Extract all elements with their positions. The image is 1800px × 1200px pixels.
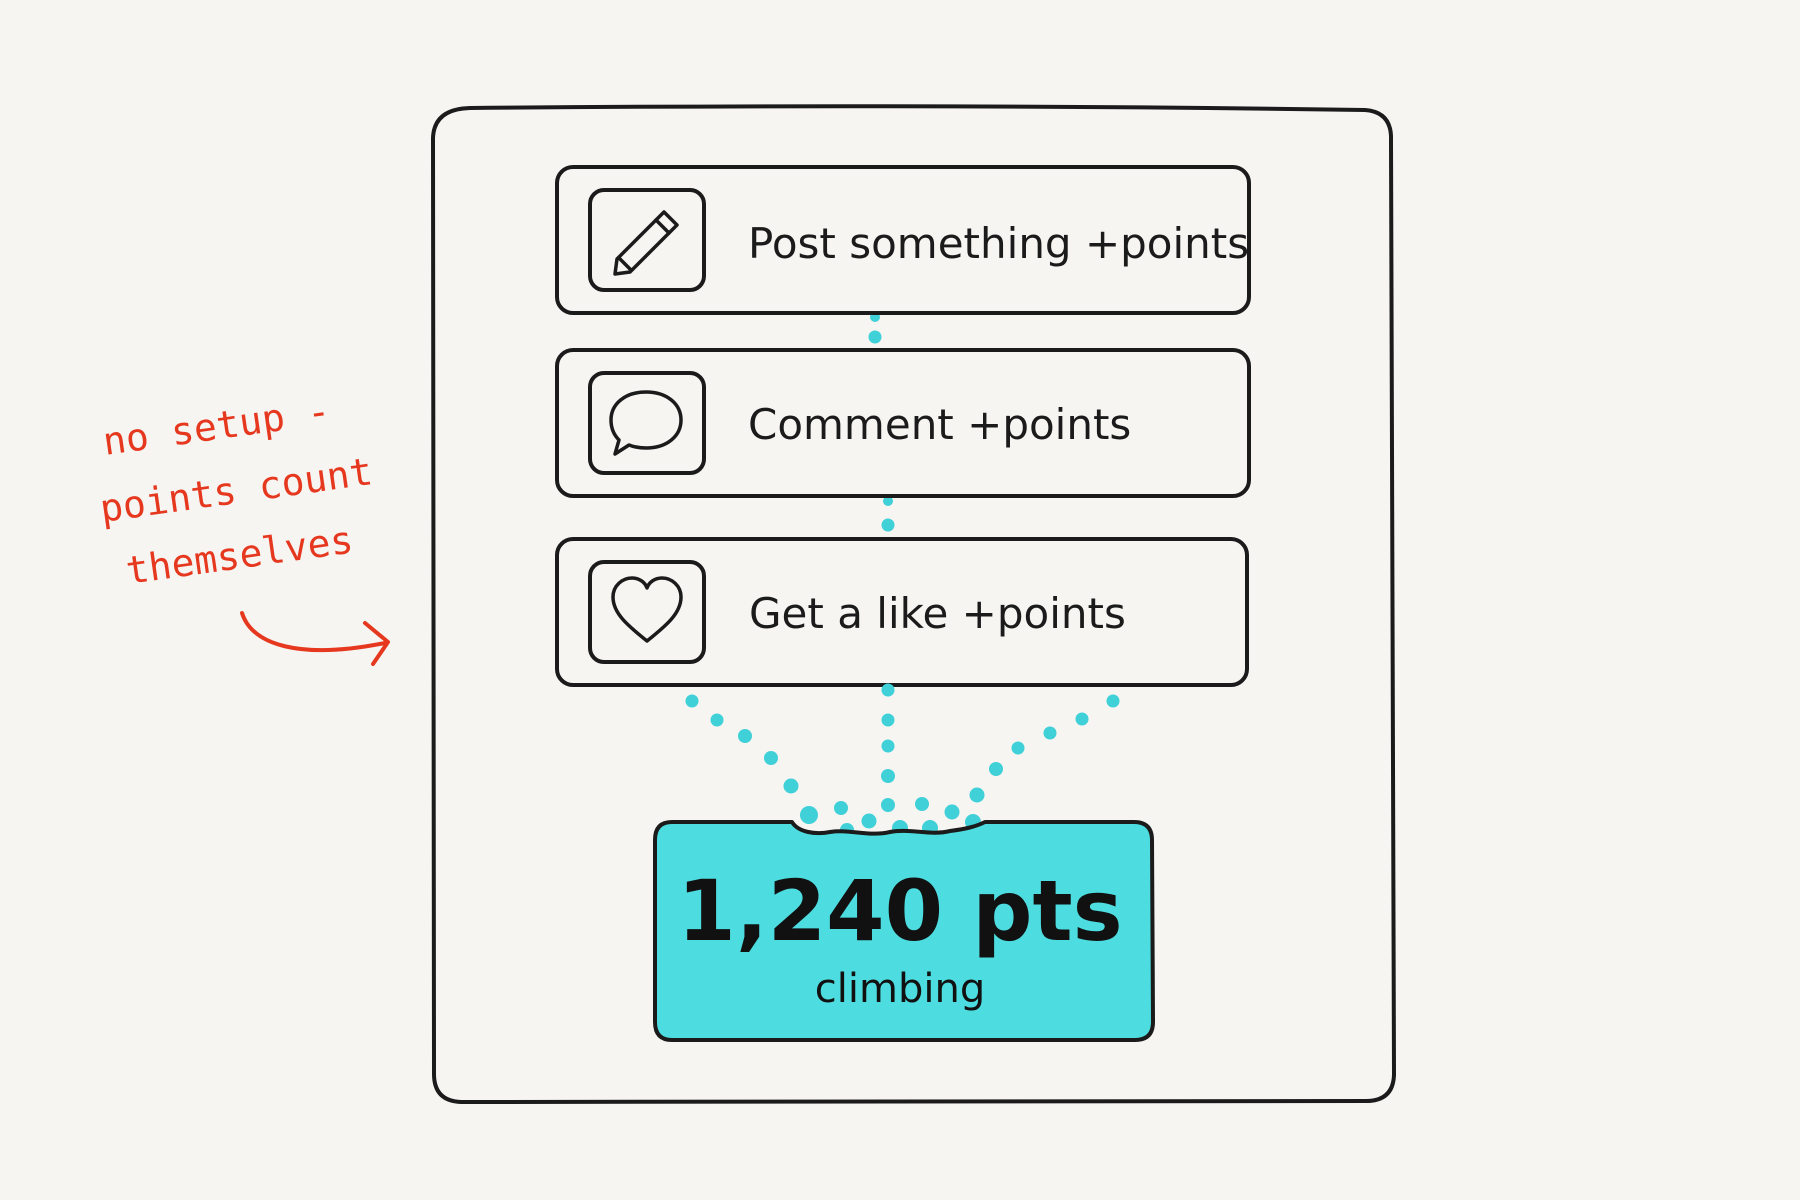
pencil-icon [613, 210, 679, 276]
card-outline [555, 348, 1251, 498]
flow-dot [800, 806, 818, 824]
icon-frame [588, 371, 706, 475]
flow-dot [738, 729, 752, 743]
connector-dots [868, 312, 895, 532]
flow-dot [1106, 694, 1120, 708]
flow-dot [989, 762, 1003, 776]
score-value: 1,240 pts [677, 862, 1122, 960]
action-card-comment: Comment +points [555, 348, 1251, 498]
icon-frame [588, 560, 706, 664]
action-label-like: Get a like +points [749, 589, 1126, 638]
flow-dot [861, 813, 877, 829]
score-box: 1,240 pts climbing [653, 820, 1155, 1042]
flow-dot [881, 798, 895, 812]
icon-frame [588, 188, 706, 292]
action-card-post: Post something +points [555, 165, 1251, 315]
heart-icon [611, 576, 683, 643]
flow-dot [783, 778, 799, 794]
card-outline [555, 537, 1249, 687]
annotation-line-3: themselves [123, 518, 356, 593]
flow-dot [764, 751, 778, 765]
flow-dot [868, 330, 882, 344]
flow-dot [881, 739, 895, 753]
annotation-line-1: no setup - [100, 389, 333, 464]
action-label-comment: Comment +points [748, 400, 1131, 449]
action-label-post: Post something +points [748, 219, 1249, 268]
score-box-shape [653, 820, 1155, 1042]
flow-dot [1043, 726, 1057, 740]
flow-dot [834, 801, 848, 815]
action-card-like: Get a like +points [555, 537, 1249, 687]
side-annotation: no setup - points count themselves [97, 389, 390, 666]
flow-dot [881, 518, 895, 532]
speech-bubble-icon [609, 390, 683, 456]
flow-dot [685, 694, 699, 708]
flow-dot [1011, 741, 1025, 755]
points-flow-dots [685, 683, 1120, 837]
flow-dot [881, 683, 895, 697]
outer-frame [431, 104, 1396, 1104]
card-outline [555, 165, 1251, 315]
flow-dot [944, 804, 960, 820]
flow-dot [881, 769, 895, 783]
flow-dot [883, 496, 893, 506]
annotation-line-2: points count [97, 449, 375, 531]
flow-dot [1075, 712, 1089, 726]
flow-dot [710, 713, 724, 727]
flow-dot [881, 713, 895, 727]
arrow-right-icon [240, 611, 390, 666]
score-status: climbing [815, 966, 985, 1012]
flow-dot [915, 797, 929, 811]
flow-dot [969, 787, 985, 803]
